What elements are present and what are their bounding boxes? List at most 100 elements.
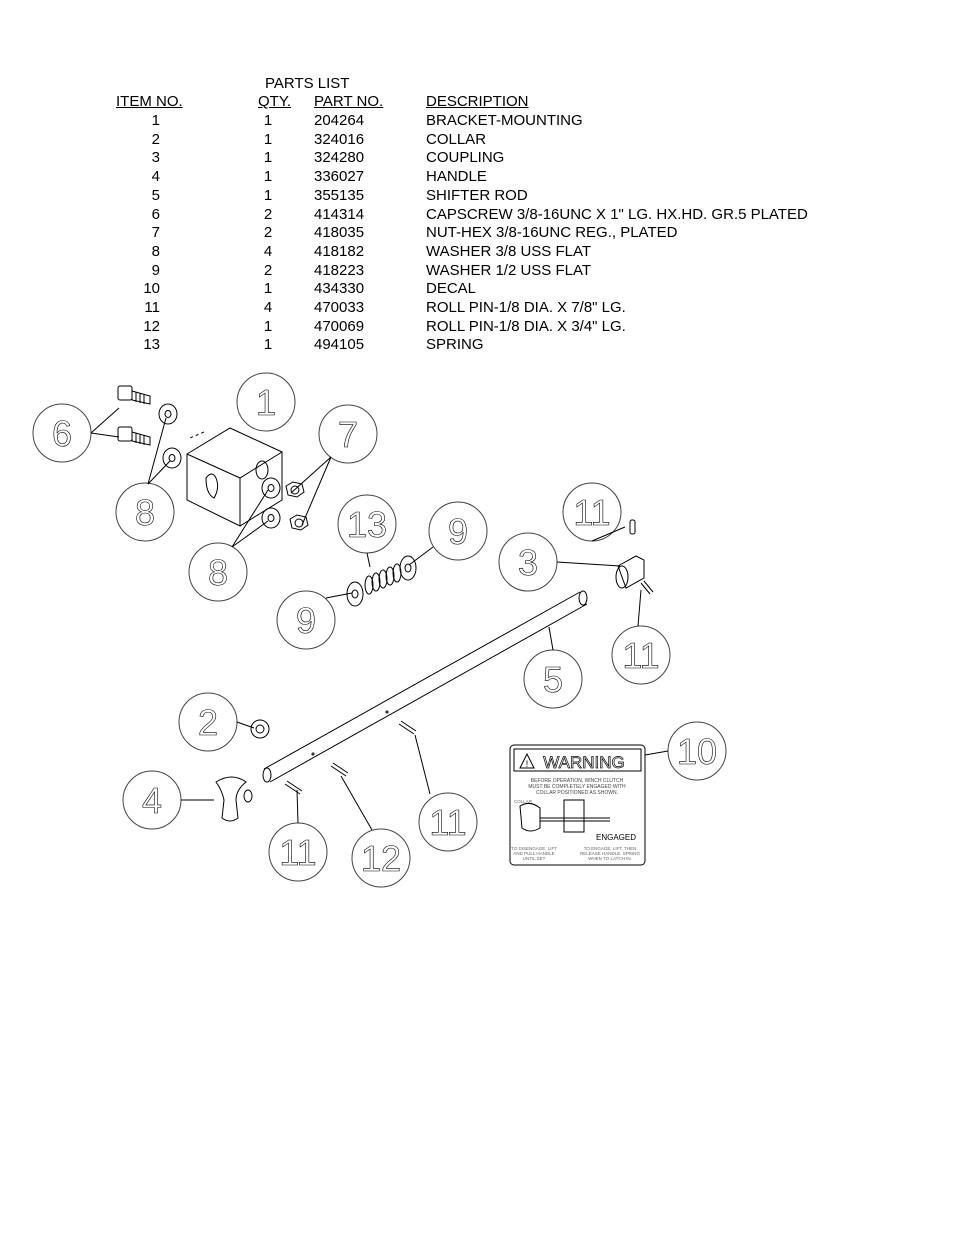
description-cell: SHIFTER ROD — [426, 186, 528, 204]
description-cell: WASHER 3/8 USS FLAT — [426, 242, 592, 260]
description-cell: CAPSCREW 3/8-16UNC X 1" LG. HX.HD. GR.5 … — [426, 205, 808, 223]
qty-cell: 1 — [263, 149, 273, 167]
item-no-cell: 10 — [143, 280, 160, 298]
callout-11-bottom: 11 — [268, 822, 328, 882]
svg-text:12: 12 — [361, 838, 401, 879]
description-cell: HANDLE — [426, 168, 487, 186]
qty-cell: 1 — [263, 336, 273, 354]
part-no-cell: 418035 — [314, 224, 365, 242]
svg-text:9: 9 — [448, 511, 468, 552]
shifter-rod-part — [262, 590, 588, 783]
hex-nut-part — [285, 481, 309, 531]
item-no-cell: 5 — [151, 186, 160, 204]
warning-decal: ! WARNING BEFORE OPERATION, WINCH CLUTCH… — [509, 744, 646, 866]
spring-part — [346, 555, 417, 607]
svg-text:WHEN TO LATCH IN.: WHEN TO LATCH IN. — [588, 856, 632, 861]
capscrew-part — [117, 385, 151, 446]
qty-cell: 4 — [263, 242, 273, 260]
description-cell: DECAL — [426, 280, 477, 298]
svg-text:6: 6 — [52, 413, 72, 454]
callout-11-top: 11 — [562, 482, 622, 542]
callout-8-top: 8 — [115, 482, 175, 542]
qty-cell: 1 — [263, 130, 273, 148]
qty-cell: 4 — [263, 299, 273, 316]
qty-cell: 1 — [263, 112, 273, 129]
item-no-cell: 6 — [151, 205, 160, 223]
qty-cell: 1 — [263, 280, 273, 298]
part-no-cell: 336027 — [314, 168, 365, 186]
callout-11-right: 11 — [611, 625, 671, 685]
description-cell: WASHER 1/2 USS FLAT — [426, 261, 592, 279]
svg-text:WARNING: WARNING — [543, 753, 625, 772]
svg-text:11: 11 — [279, 832, 316, 873]
svg-text:9: 9 — [296, 600, 316, 641]
item-no-cell: 9 — [151, 261, 160, 279]
callout-8-bottom: 8 — [188, 542, 248, 602]
callout-4: 4 — [122, 770, 182, 830]
item-no-cell: 2 — [151, 130, 160, 148]
svg-text:10: 10 — [677, 731, 717, 772]
collar-part — [250, 719, 270, 739]
description-cell: SPRING — [426, 336, 484, 354]
svg-text:!: ! — [526, 759, 529, 769]
handle-part — [215, 776, 253, 822]
description-cell: COUPLING — [426, 149, 505, 167]
qty-cell: 2 — [263, 261, 273, 279]
svg-text:11: 11 — [622, 635, 659, 676]
svg-text:COLLAR POSITIONED AS SHOWN.: COLLAR POSITIONED AS SHOWN. — [536, 790, 618, 796]
svg-text:RELEASE HANDLE. SPRING: RELEASE HANDLE. SPRING — [580, 851, 641, 856]
callout-2: 2 — [178, 692, 238, 752]
part-no-cell: 494105 — [314, 336, 365, 354]
item-no-cell: 3 — [151, 149, 160, 167]
bracket-part — [186, 427, 283, 527]
callout-10: 10 — [667, 721, 727, 781]
roll-pin-part — [284, 720, 417, 795]
header-part-no: PART NO. — [314, 93, 384, 110]
qty-cell: 1 — [263, 317, 273, 335]
svg-text:3: 3 — [518, 542, 538, 583]
description-cell: ROLL PIN-1/8 DIA. X 7/8" LG. — [426, 299, 626, 316]
description-cell: BRACKET-MOUNTING — [426, 112, 583, 129]
callout-9-top: 9 — [428, 501, 488, 561]
svg-text:COLLAR: COLLAR — [514, 799, 533, 804]
svg-text:5: 5 — [543, 659, 563, 700]
item-no-cell: 7 — [151, 224, 160, 242]
description-cell: ROLL PIN-1/8 DIA. X 3/4" LG. — [426, 317, 626, 335]
callout-11-center: 11 — [418, 792, 478, 852]
part-no-cell: 204264 — [314, 112, 365, 129]
part-no-cell: 324016 — [314, 130, 365, 148]
item-no-cell: 12 — [143, 317, 160, 335]
item-no-cell: 1 — [151, 112, 160, 129]
description-cell: NUT-HEX 3/8-16UNC REG., PLATED — [426, 224, 678, 242]
svg-text:1: 1 — [256, 382, 276, 423]
svg-text:13: 13 — [347, 504, 387, 545]
header-item-no: ITEM NO. — [116, 93, 183, 110]
item-no-cell: 11 — [144, 299, 160, 316]
svg-text:TO DISENGAGE, LIFT: TO DISENGAGE, LIFT — [511, 846, 557, 851]
callout-12: 12 — [351, 828, 411, 888]
callout-1: 1 — [236, 372, 296, 432]
svg-text:TO ENGAGE, LIFT, THEN: TO ENGAGE, LIFT, THEN — [584, 846, 637, 851]
item-no-cell: 8 — [151, 242, 160, 260]
svg-text:11: 11 — [429, 802, 466, 843]
part-no-cell: 355135 — [314, 186, 365, 204]
part-no-cell: 470069 — [314, 317, 365, 335]
exploded-parts-diagram: 1 6 8 7 13 9 11 3 — [32, 372, 727, 888]
callout-6: 6 — [32, 403, 92, 463]
svg-text:BEFORE OPERATION, WINCH CLUTCH: BEFORE OPERATION, WINCH CLUTCH — [531, 778, 624, 784]
part-no-cell: 470033 — [314, 299, 365, 316]
callout-7: 7 — [318, 404, 378, 464]
part-no-cell: 434330 — [314, 280, 365, 298]
part-no-cell: 418223 — [314, 261, 365, 279]
svg-text:8: 8 — [135, 492, 155, 533]
qty-cell: 2 — [263, 224, 273, 242]
coupling-part — [615, 519, 654, 595]
qty-cell: 1 — [263, 186, 273, 204]
item-no-cell: 13 — [143, 336, 160, 354]
callout-3: 3 — [498, 532, 558, 592]
svg-text:11: 11 — [573, 492, 610, 533]
svg-text:8: 8 — [208, 552, 228, 593]
svg-text:2: 2 — [198, 702, 218, 743]
header-qty: QTY. — [258, 93, 292, 110]
qty-cell: 2 — [263, 205, 273, 223]
